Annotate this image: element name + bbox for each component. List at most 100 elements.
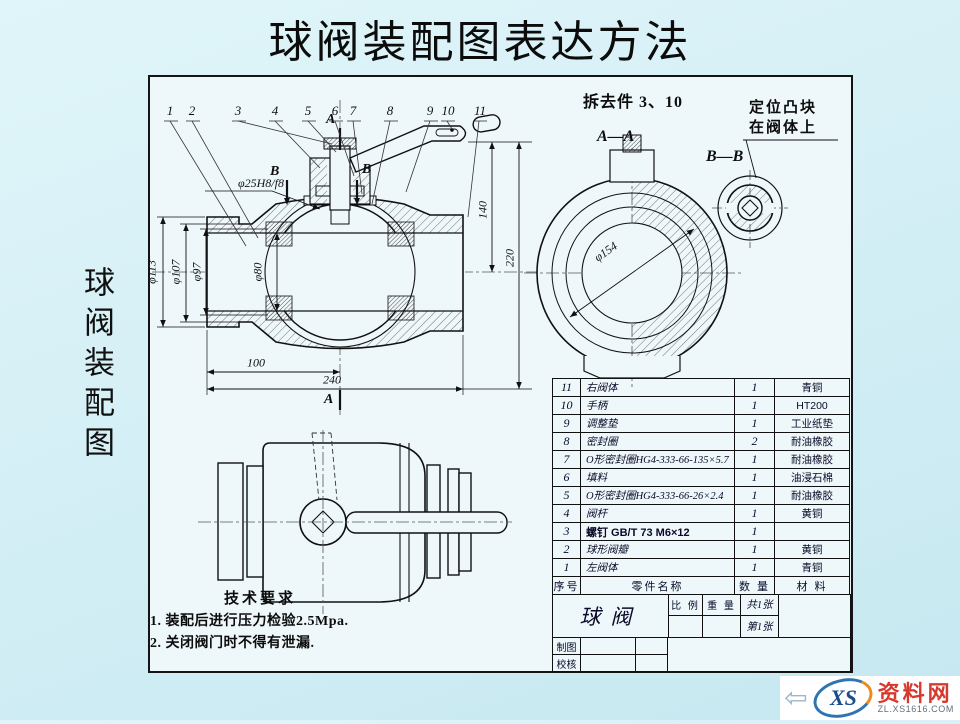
xs-logo-text: XS	[829, 685, 857, 711]
tech-req-item-1: 1. 装配后进行压力检验2.5Mpa.	[150, 614, 349, 629]
dim-fit: φ25H8/f8	[238, 176, 284, 190]
scale-label: 比 例	[669, 594, 703, 616]
part-no: 3	[553, 523, 581, 540]
callout-5: 5	[304, 103, 312, 118]
part-name: 调整垫	[581, 415, 735, 432]
callout-8: 8	[386, 103, 394, 118]
callout-9: 9	[426, 103, 434, 118]
dim-220: 220	[502, 249, 517, 267]
callout-6: 6	[331, 103, 339, 118]
callout-2: 2	[188, 103, 196, 118]
part-no: 1	[553, 559, 581, 576]
checked-label: 校核	[553, 655, 581, 672]
part-qty: 1	[735, 379, 775, 396]
back-arrow-icon[interactable]: ⇦	[784, 682, 808, 713]
dim-113: φ113	[144, 260, 159, 284]
callout-10: 10	[441, 103, 455, 118]
part-qty: 1	[735, 523, 775, 540]
part-name: 密封圈	[581, 433, 735, 450]
dim-140: 140	[475, 201, 490, 219]
xs-logo-icon: XS	[808, 672, 877, 724]
tech-req-item-2: 2. 关闭阀门时不得有泄漏.	[150, 636, 315, 651]
part-no: 10	[553, 397, 581, 414]
dim-107: φ107	[168, 259, 183, 285]
checked-date	[636, 655, 668, 672]
part-name: 填料	[581, 469, 735, 486]
table-header-row: 序号零件名称数 量材 料	[553, 577, 850, 595]
part-name: 阀杆	[581, 505, 735, 522]
title-block: 球阀 比 例 重 量 共1张 第1张 制图 校核	[552, 594, 851, 672]
part-no: 5	[553, 487, 581, 504]
technical-requirements: 技术要求 1. 装配后进行压力检验2.5Mpa. 2. 关闭阀门时不得有泄漏.	[150, 587, 430, 652]
part-name: 螺钉 GB/T 73 M6×12	[581, 523, 735, 540]
part-material: 黄铜	[775, 541, 850, 558]
part-material: 青铜	[775, 379, 850, 396]
part-material: 耐油橡胶	[775, 487, 850, 504]
callout-4: 4	[271, 103, 279, 118]
page-title: 球阀装配图表达方法	[268, 18, 692, 67]
part-no: 8	[553, 433, 581, 450]
callout-1: 1	[166, 103, 174, 118]
label-section-bb: B—B	[706, 148, 744, 165]
header-no: 序号	[553, 577, 581, 594]
part-qty: 2	[735, 433, 775, 450]
dim-100: 100	[247, 355, 265, 370]
part-qty: 1	[735, 559, 775, 576]
drawn-value	[581, 638, 636, 655]
cut-mark-a-top: A	[326, 112, 336, 127]
part-no: 2	[553, 541, 581, 558]
part-no: 7	[553, 451, 581, 468]
part-name: 右阀体	[581, 379, 735, 396]
part-qty: 1	[735, 415, 775, 432]
part-name: O形密封圈HG4-333-66-135×5.7	[581, 451, 735, 468]
note-boss-line1: 定位凸块	[749, 100, 818, 116]
part-material: 黄铜	[775, 505, 850, 522]
part-name: 左阀体	[581, 559, 735, 576]
dim-80: φ80	[250, 262, 265, 282]
sheets-total: 共1张	[741, 594, 779, 616]
watermark-site-url: ZL.XS1616.COM	[877, 703, 954, 714]
scale-value	[669, 616, 703, 638]
watermark-site-name: 资料网	[877, 680, 953, 706]
part-qty: 1	[735, 397, 775, 414]
callout-3: 3	[234, 103, 242, 118]
cut-mark-b-right: B	[362, 162, 372, 177]
part-no: 6	[553, 469, 581, 486]
part-no: 11	[553, 379, 581, 396]
part-material: 耐油橡胶	[775, 451, 850, 468]
note-removed-parts: 拆去件 3、10	[583, 94, 684, 111]
part-name: 手柄	[581, 397, 735, 414]
watermark[interactable]: ⇦ XS 资料网 ZL.XS1616.COM	[780, 672, 960, 724]
sheet-no: 第1张	[741, 616, 779, 638]
part-no: 9	[553, 415, 581, 432]
weight-value	[703, 616, 741, 638]
part-qty: 1	[735, 469, 775, 486]
cut-mark-b-left: B	[270, 164, 280, 179]
header-qty: 数 量	[735, 577, 775, 594]
dim-97: φ97	[189, 262, 204, 282]
callout-11: 11	[473, 103, 487, 118]
part-name: 球形阀瓣	[581, 541, 735, 558]
weight-label: 重 量	[703, 594, 741, 616]
part-material	[775, 523, 850, 540]
title-block-blank	[779, 594, 851, 638]
tech-req-title: 技术要求	[223, 591, 296, 607]
cut-mark-a-bottom: A	[324, 392, 334, 407]
header-material: 材 料	[775, 577, 850, 594]
part-material: 青铜	[775, 559, 850, 576]
side-label: 球阀装配图	[79, 266, 114, 466]
checked-value	[581, 655, 636, 672]
label-section-aa: A—A	[597, 128, 635, 145]
